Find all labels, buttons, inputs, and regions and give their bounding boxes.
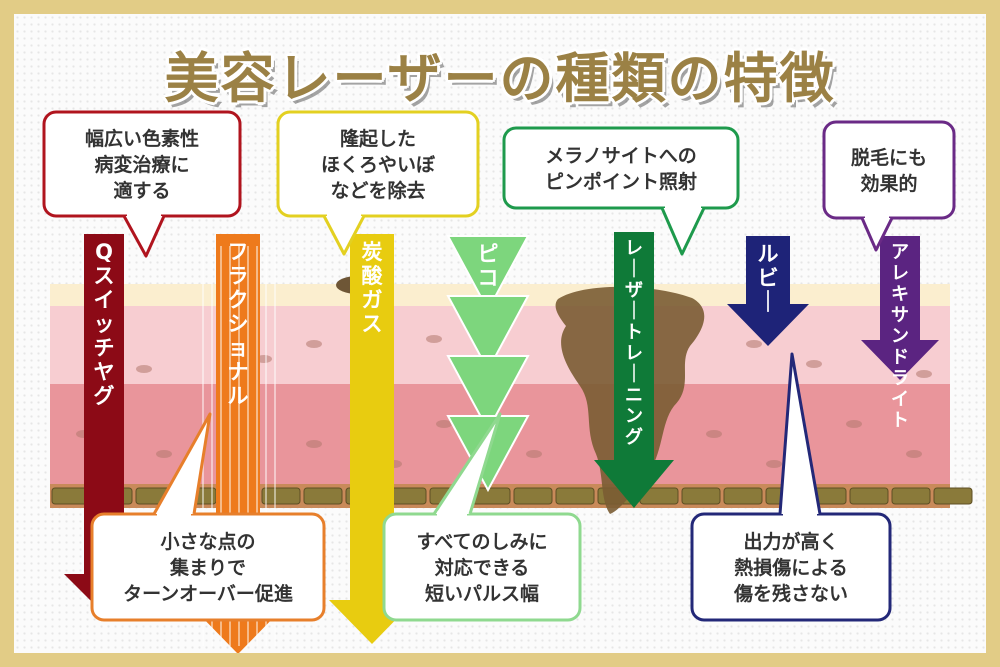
callout-line: 出力が高く (743, 530, 838, 553)
laser-label-7: アレキサンドライト (891, 242, 909, 431)
callout-line: 傷を残さない (733, 582, 848, 605)
callout-tail (322, 215, 366, 256)
laser-label-5: レ｜ザ｜トレ｜ニング (625, 238, 643, 448)
callout-line: 短いパルス幅 (425, 582, 539, 605)
callout-line: メラノサイトへの (545, 145, 697, 167)
skin-dot (306, 340, 322, 348)
skin-dot (706, 430, 722, 438)
callout-line: 幅広い色素性 (85, 127, 199, 150)
callout-line: 脱毛にも (851, 146, 927, 169)
skin-dot (846, 420, 862, 428)
callout-line: 適する (113, 179, 170, 202)
callout-line: 効果的 (860, 172, 917, 195)
callout-bubbles: 幅広い色素性病変治療に適する隆起したほくろやいぼなどを除去メラノサイトへのピンポ… (42, 110, 956, 622)
skin-dot (136, 365, 152, 373)
basal-cell (849, 487, 889, 505)
callout-line: 熱損傷による (734, 556, 847, 579)
skin-dot (526, 450, 542, 458)
pico-chevron (446, 355, 530, 433)
callout-box (502, 126, 740, 210)
basal-cell (555, 487, 595, 505)
callout-tail (152, 412, 212, 515)
basal-cell (303, 487, 343, 505)
skin-dot (436, 420, 452, 428)
callout-line: すべてのしみに (417, 531, 548, 553)
callout-tail (660, 207, 706, 256)
skin-dot (906, 450, 922, 458)
laser-label-3: 炭酸ガス (362, 240, 384, 336)
callout-tail (432, 412, 502, 515)
laser-arrow-shape (727, 236, 809, 346)
callout-box (276, 110, 480, 218)
callout-tail (122, 215, 166, 258)
callout-line: 小さな点の (160, 531, 255, 553)
callout-box (822, 120, 956, 220)
basal-cell (933, 487, 973, 505)
callout-line: ピンポイント照射 (545, 170, 697, 193)
callout-line: 隆起した (340, 127, 416, 150)
skin-dot (746, 340, 762, 348)
laser-label-4: ピコ (478, 242, 499, 290)
basal-cell (261, 487, 301, 505)
callout-line: ターンオーバー促進 (123, 582, 293, 605)
laser-arrow-7: アレキサンドライト (861, 236, 939, 431)
laser-arrow-6: ルビ｜ (727, 236, 809, 346)
callout-tail (860, 217, 894, 252)
callout-line: 集まりで (169, 556, 246, 579)
laser-arrow-5: レ｜ザ｜トレ｜ニング (594, 232, 674, 508)
callout-box (382, 512, 582, 622)
callout-tail (778, 352, 822, 515)
page-title: 美容レーザーの種類の特徴 (164, 47, 836, 110)
callout-line: 病変治療に (94, 153, 189, 176)
pico-chevron (446, 235, 530, 313)
callout-box (90, 512, 326, 622)
skin-dot (766, 460, 782, 468)
basal-cell (681, 487, 721, 505)
callout-line: ほくろやいぼ (321, 154, 436, 176)
basal-cell (513, 487, 553, 505)
laser-arrow-shape (594, 232, 674, 508)
skin-dot (426, 335, 442, 343)
skin-dot (916, 370, 932, 378)
laser-arrow-shape (861, 236, 939, 380)
skin-dot (156, 450, 172, 458)
pico-chevron (446, 295, 530, 373)
skin-dot (806, 360, 822, 368)
skin-dot (306, 440, 322, 448)
laser-label-2: フラクショナル (228, 240, 249, 408)
laser-arrow-4: ピコ (446, 235, 530, 493)
callout-line: などを除去 (330, 179, 425, 202)
basal-cell (891, 487, 931, 505)
callout-line: 対応できる (434, 556, 530, 579)
laser-label-6: ルビ｜ (758, 242, 779, 314)
basal-cell (723, 487, 763, 505)
